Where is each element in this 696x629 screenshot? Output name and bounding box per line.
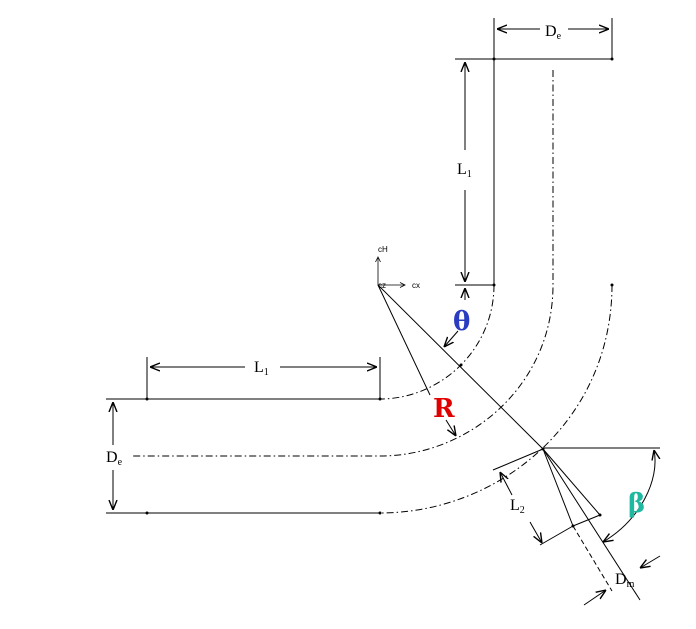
pipe-walls	[106, 58, 612, 514]
reference-dots	[145, 57, 614, 528]
label-l2: L2	[510, 497, 525, 516]
outer-bend-curve	[379, 284, 613, 514]
label-theta: θ	[453, 307, 470, 337]
label-de-top: De	[545, 23, 562, 42]
outlet-section	[542, 448, 613, 592]
label-l1-vertical: L1	[457, 161, 472, 180]
axis-label-h: cH	[378, 245, 388, 254]
label-beta: β	[628, 489, 645, 519]
label-de-left: De	[106, 449, 123, 468]
label-dm: Dm	[615, 571, 635, 590]
dim-dm	[583, 555, 661, 606]
beta-construction	[542, 447, 660, 601]
inner-bend-curve	[379, 284, 495, 400]
dim-l2	[492, 448, 574, 546]
label-r: R	[433, 394, 455, 424]
local-axes	[375, 256, 406, 288]
radius-lines	[377, 284, 544, 450]
centerline	[132, 70, 554, 457]
axis-label-z: cz	[378, 281, 386, 290]
dim-l1-vertical	[455, 58, 494, 286]
dim-l1-horizontal	[146, 357, 381, 399]
axis-label-x: cx	[412, 281, 420, 290]
theta-arrows	[444, 288, 465, 347]
dim-de-top	[493, 18, 613, 60]
label-l1-horizontal: L1	[254, 359, 269, 378]
